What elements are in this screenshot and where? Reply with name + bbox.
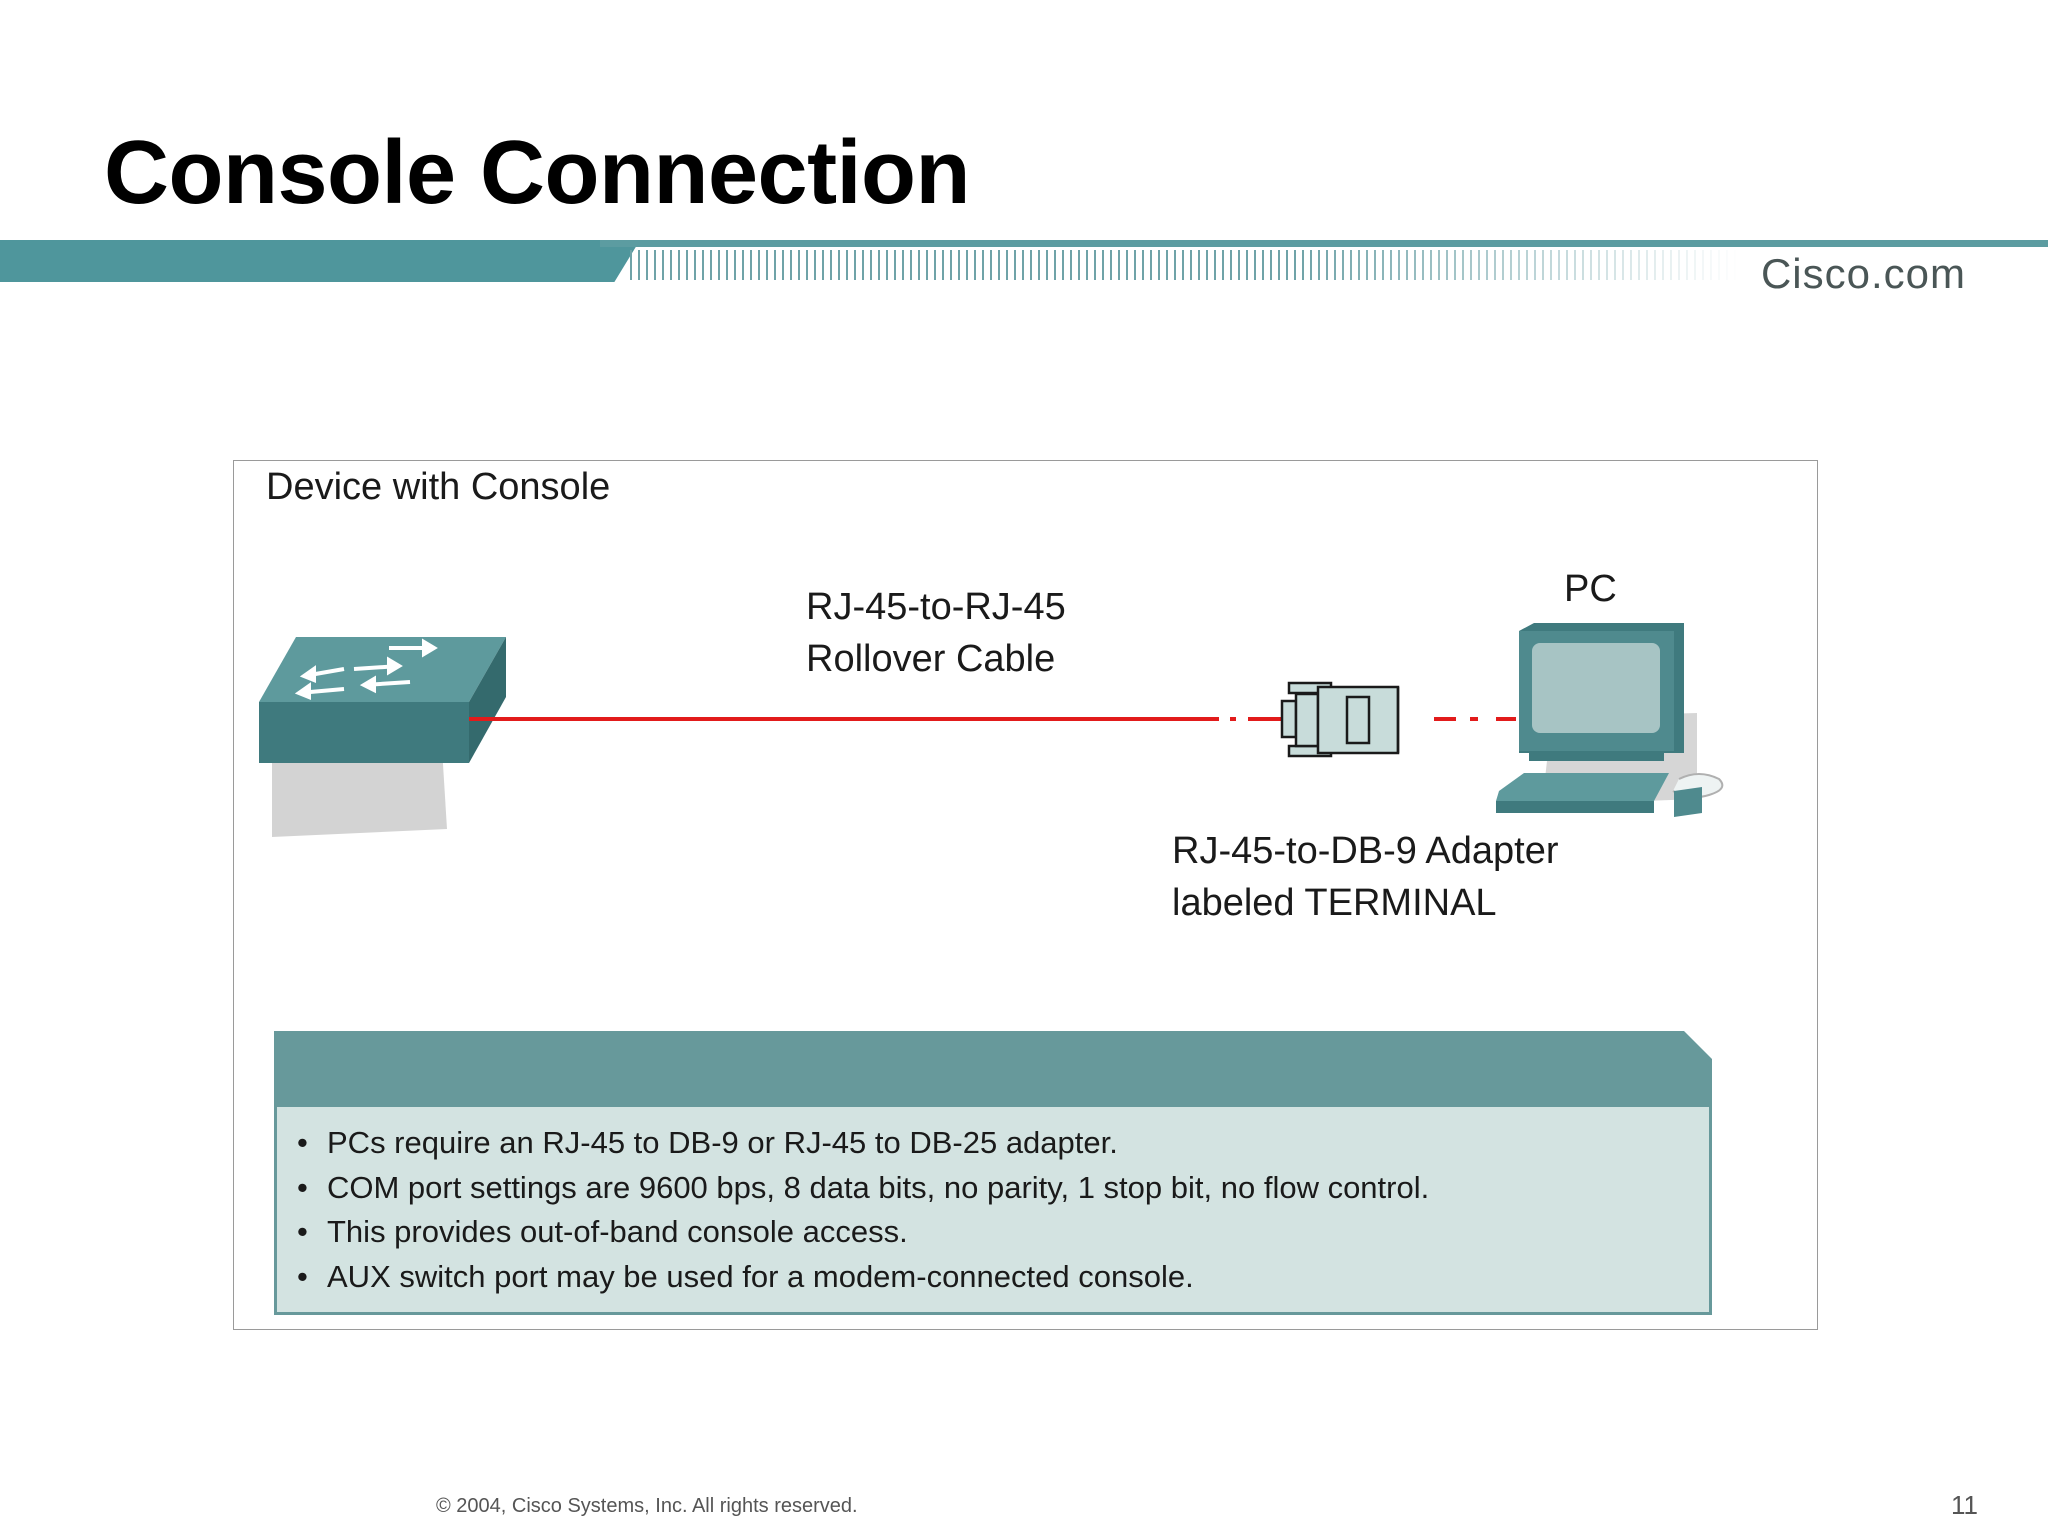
network-diagram [259, 623, 1724, 837]
header-banner [0, 236, 2048, 306]
bullet-list: • PCs require an RJ-45 to DB-9 or RJ-45 t… [277, 1107, 1709, 1299]
banner-line [600, 240, 2048, 247]
bullet-item: • COM port settings are 9600 bps, 8 data … [277, 1166, 1709, 1211]
bullet-text: PCs require an RJ-45 to DB-9 or RJ-45 to… [327, 1125, 1118, 1160]
page-number: 11 [1951, 1490, 1978, 1520]
pc-icon [1496, 623, 1724, 817]
info-box-body: • PCs require an RJ-45 to DB-9 or RJ-45 t… [274, 1107, 1712, 1315]
bullet-dot: • [297, 1169, 308, 1205]
diagram-frame: Device with Console RJ-45-to-RJ-45 Rollo… [233, 460, 1818, 1330]
adapter-label: RJ-45-to-DB-9 Adapter labeled TERMINAL [1172, 825, 1559, 929]
switch-icon [259, 637, 506, 837]
copyright-footer: © 2004, Cisco Systems, Inc. All rights r… [436, 1495, 858, 1517]
bullet-dot: • [297, 1258, 308, 1294]
rollover-cable-label: RJ-45-to-RJ-45 Rollover Cable [806, 581, 1066, 685]
bullet-item: • PCs require an RJ-45 to DB-9 or RJ-45 t… [277, 1121, 1709, 1166]
bullet-text: This provides out-of-band console access… [327, 1214, 908, 1249]
slide-title: Console Connection [104, 123, 971, 223]
banner-stripes [630, 250, 1740, 280]
db9-adapter-icon [1280, 681, 1400, 758]
banner-solid-bar [0, 240, 640, 282]
bullet-dot: • [297, 1214, 308, 1249]
bullet-item: • AUX switch port may be used for a modem… [277, 1255, 1709, 1300]
adapter-label-line2: labeled TERMINAL [1172, 882, 1497, 924]
bullet-item: • This provides out-of-band console acces… [277, 1210, 1709, 1255]
device-with-console-label: Device with Console [266, 466, 611, 508]
bullet-text: AUX switch port may be used for a modem-… [327, 1258, 1194, 1294]
rollover-cable-label-line1: RJ-45-to-RJ-45 [806, 586, 1066, 628]
rollover-cable-label-line2: Rollover Cable [806, 638, 1056, 680]
pc-label: PC [1564, 568, 1617, 610]
info-box: • PCs require an RJ-45 to DB-9 or RJ-45 t… [274, 1031, 1712, 1315]
info-box-header [274, 1031, 1712, 1107]
bullet-text: COM port settings are 9600 bps, 8 data b… [327, 1169, 1430, 1205]
bullet-dot: • [297, 1125, 308, 1160]
adapter-label-line1: RJ-45-to-DB-9 Adapter [1172, 830, 1559, 872]
brand-logo-text: Cisco.com [1760, 250, 1966, 297]
